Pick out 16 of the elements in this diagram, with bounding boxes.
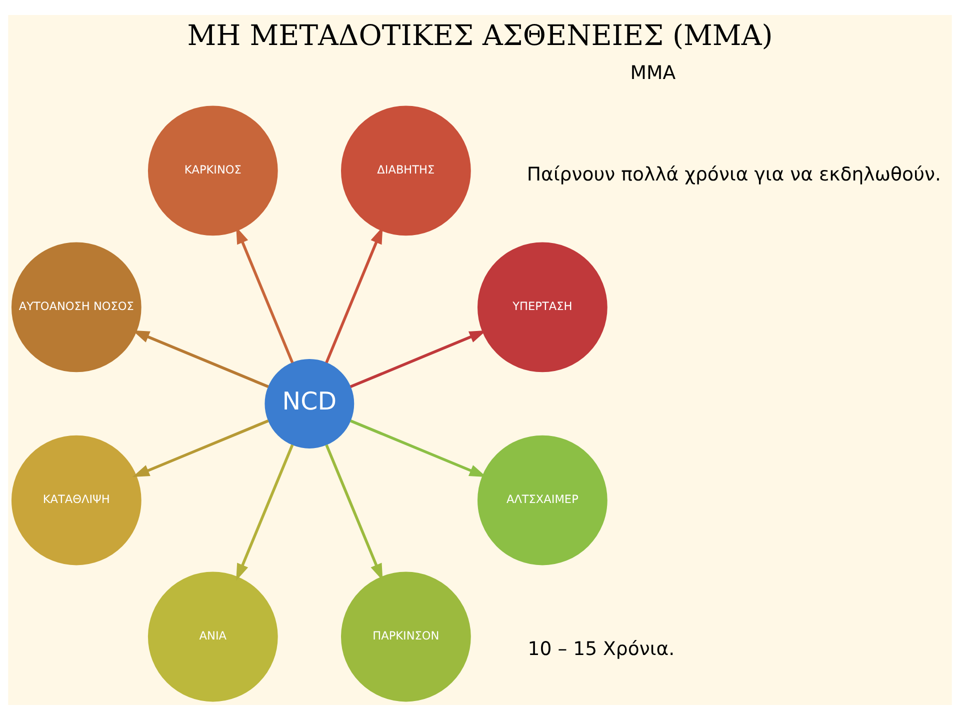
label: ΜΜΑ [630,63,676,84]
arrow [350,419,486,478]
arrow [132,419,269,478]
node-circle: ΥΠΕΡΤΑΣΗ [477,242,608,372]
diagram-title: ΜΗ ΜΕΤΑΔΟΤΙΚΕΣ ΑΣΘΕΝΕΙΕΣ (ΜΜΑ) [187,19,773,52]
node-circle: NCD [264,359,354,448]
node-circle: ΚΑΡΚΙΝΟΣ [148,106,278,236]
node-circle: ΑΥΤΟΑΝΟΣΗ ΝΟΣΟΣ [11,242,142,372]
node-circle: ΔΙΑΒΗΤΗΣ [341,106,471,236]
node-circle: ΚΑΤΑΘΛΙΨΗ [11,435,142,566]
label: 10 – 15 Χρόνια. [528,639,675,660]
label: Παίρνουν πολλά χρόνια για να εκδηλωθούν. [526,164,941,186]
node-circle: ΑΝΙΑ [148,572,278,702]
node-circle: ΑΛΤΣΧΑΙΜΕΡ [477,435,608,566]
node-circle: ΠΑΡΚΙΝΣΟΝ [341,572,471,702]
arrow [236,444,294,581]
